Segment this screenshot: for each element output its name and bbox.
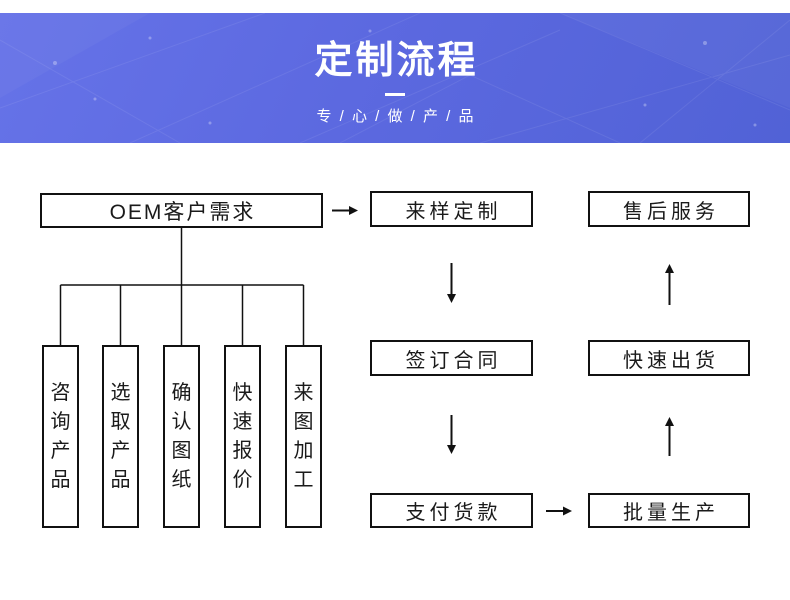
flow-box-label: 咨询产品: [50, 381, 71, 491]
flow-box-payment: 支付货款: [370, 493, 533, 528]
flow-box-label: 批量生产: [623, 502, 719, 524]
flow-box-label: 支付货款: [405, 502, 502, 524]
flow-box-sample-customization: 来样定制: [370, 191, 533, 227]
banner-pattern-decoration: [0, 13, 790, 143]
flow-box-fast-shipping: 快速出货: [588, 340, 750, 376]
flow-box-label: 售后服务: [623, 200, 719, 223]
arrow-ship-to-aftersale-icon: [665, 264, 674, 305]
flow-box-quick-quote: 快速报价: [224, 345, 261, 528]
arrow-pay-to-production-icon: [546, 506, 572, 516]
header-banner: 定制流程 专 / 心 / 做 / 产 / 品: [0, 13, 790, 143]
page-title: 定制流程: [314, 40, 479, 82]
flow-box-label: 快速报价: [232, 381, 253, 491]
arrow-production-to-ship-icon: [665, 417, 674, 456]
flow-box-after-sale-service: 售后服务: [588, 191, 750, 227]
banner-content: 定制流程 专 / 心 / 做 / 产 / 品: [0, 13, 790, 143]
flow-box-label: 来样定制: [405, 200, 502, 223]
title-divider: [385, 93, 405, 96]
flow-box-consult-product: 咨询产品: [42, 345, 79, 528]
arrow-sample-to-contract-icon: [447, 263, 456, 303]
flow-box-label: OEM客户需求: [109, 200, 256, 224]
arrow-oem-to-sample-icon: [332, 206, 358, 215]
flow-box-select-product: 选取产品: [102, 345, 139, 528]
flow-box-label: 来图加工: [293, 381, 314, 491]
arrow-contract-to-pay-icon: [447, 415, 456, 454]
flow-box-oem-requirements: OEM客户需求: [40, 193, 323, 228]
flow-box-label: 签订合同: [405, 349, 502, 372]
flow-box-label: 快速出货: [623, 349, 719, 372]
flow-box-sign-contract: 签订合同: [370, 340, 533, 376]
flow-box-label: 选取产品: [110, 381, 131, 491]
flow-box-batch-production: 批量生产: [588, 493, 750, 528]
flow-box-label: 确认图纸: [171, 381, 192, 491]
page-subtitle: 专 / 心 / 做 / 产 / 品: [316, 108, 476, 125]
flow-box-process-from-drawing: 来图加工: [285, 345, 322, 528]
flow-box-confirm-drawing: 确认图纸: [163, 345, 200, 528]
